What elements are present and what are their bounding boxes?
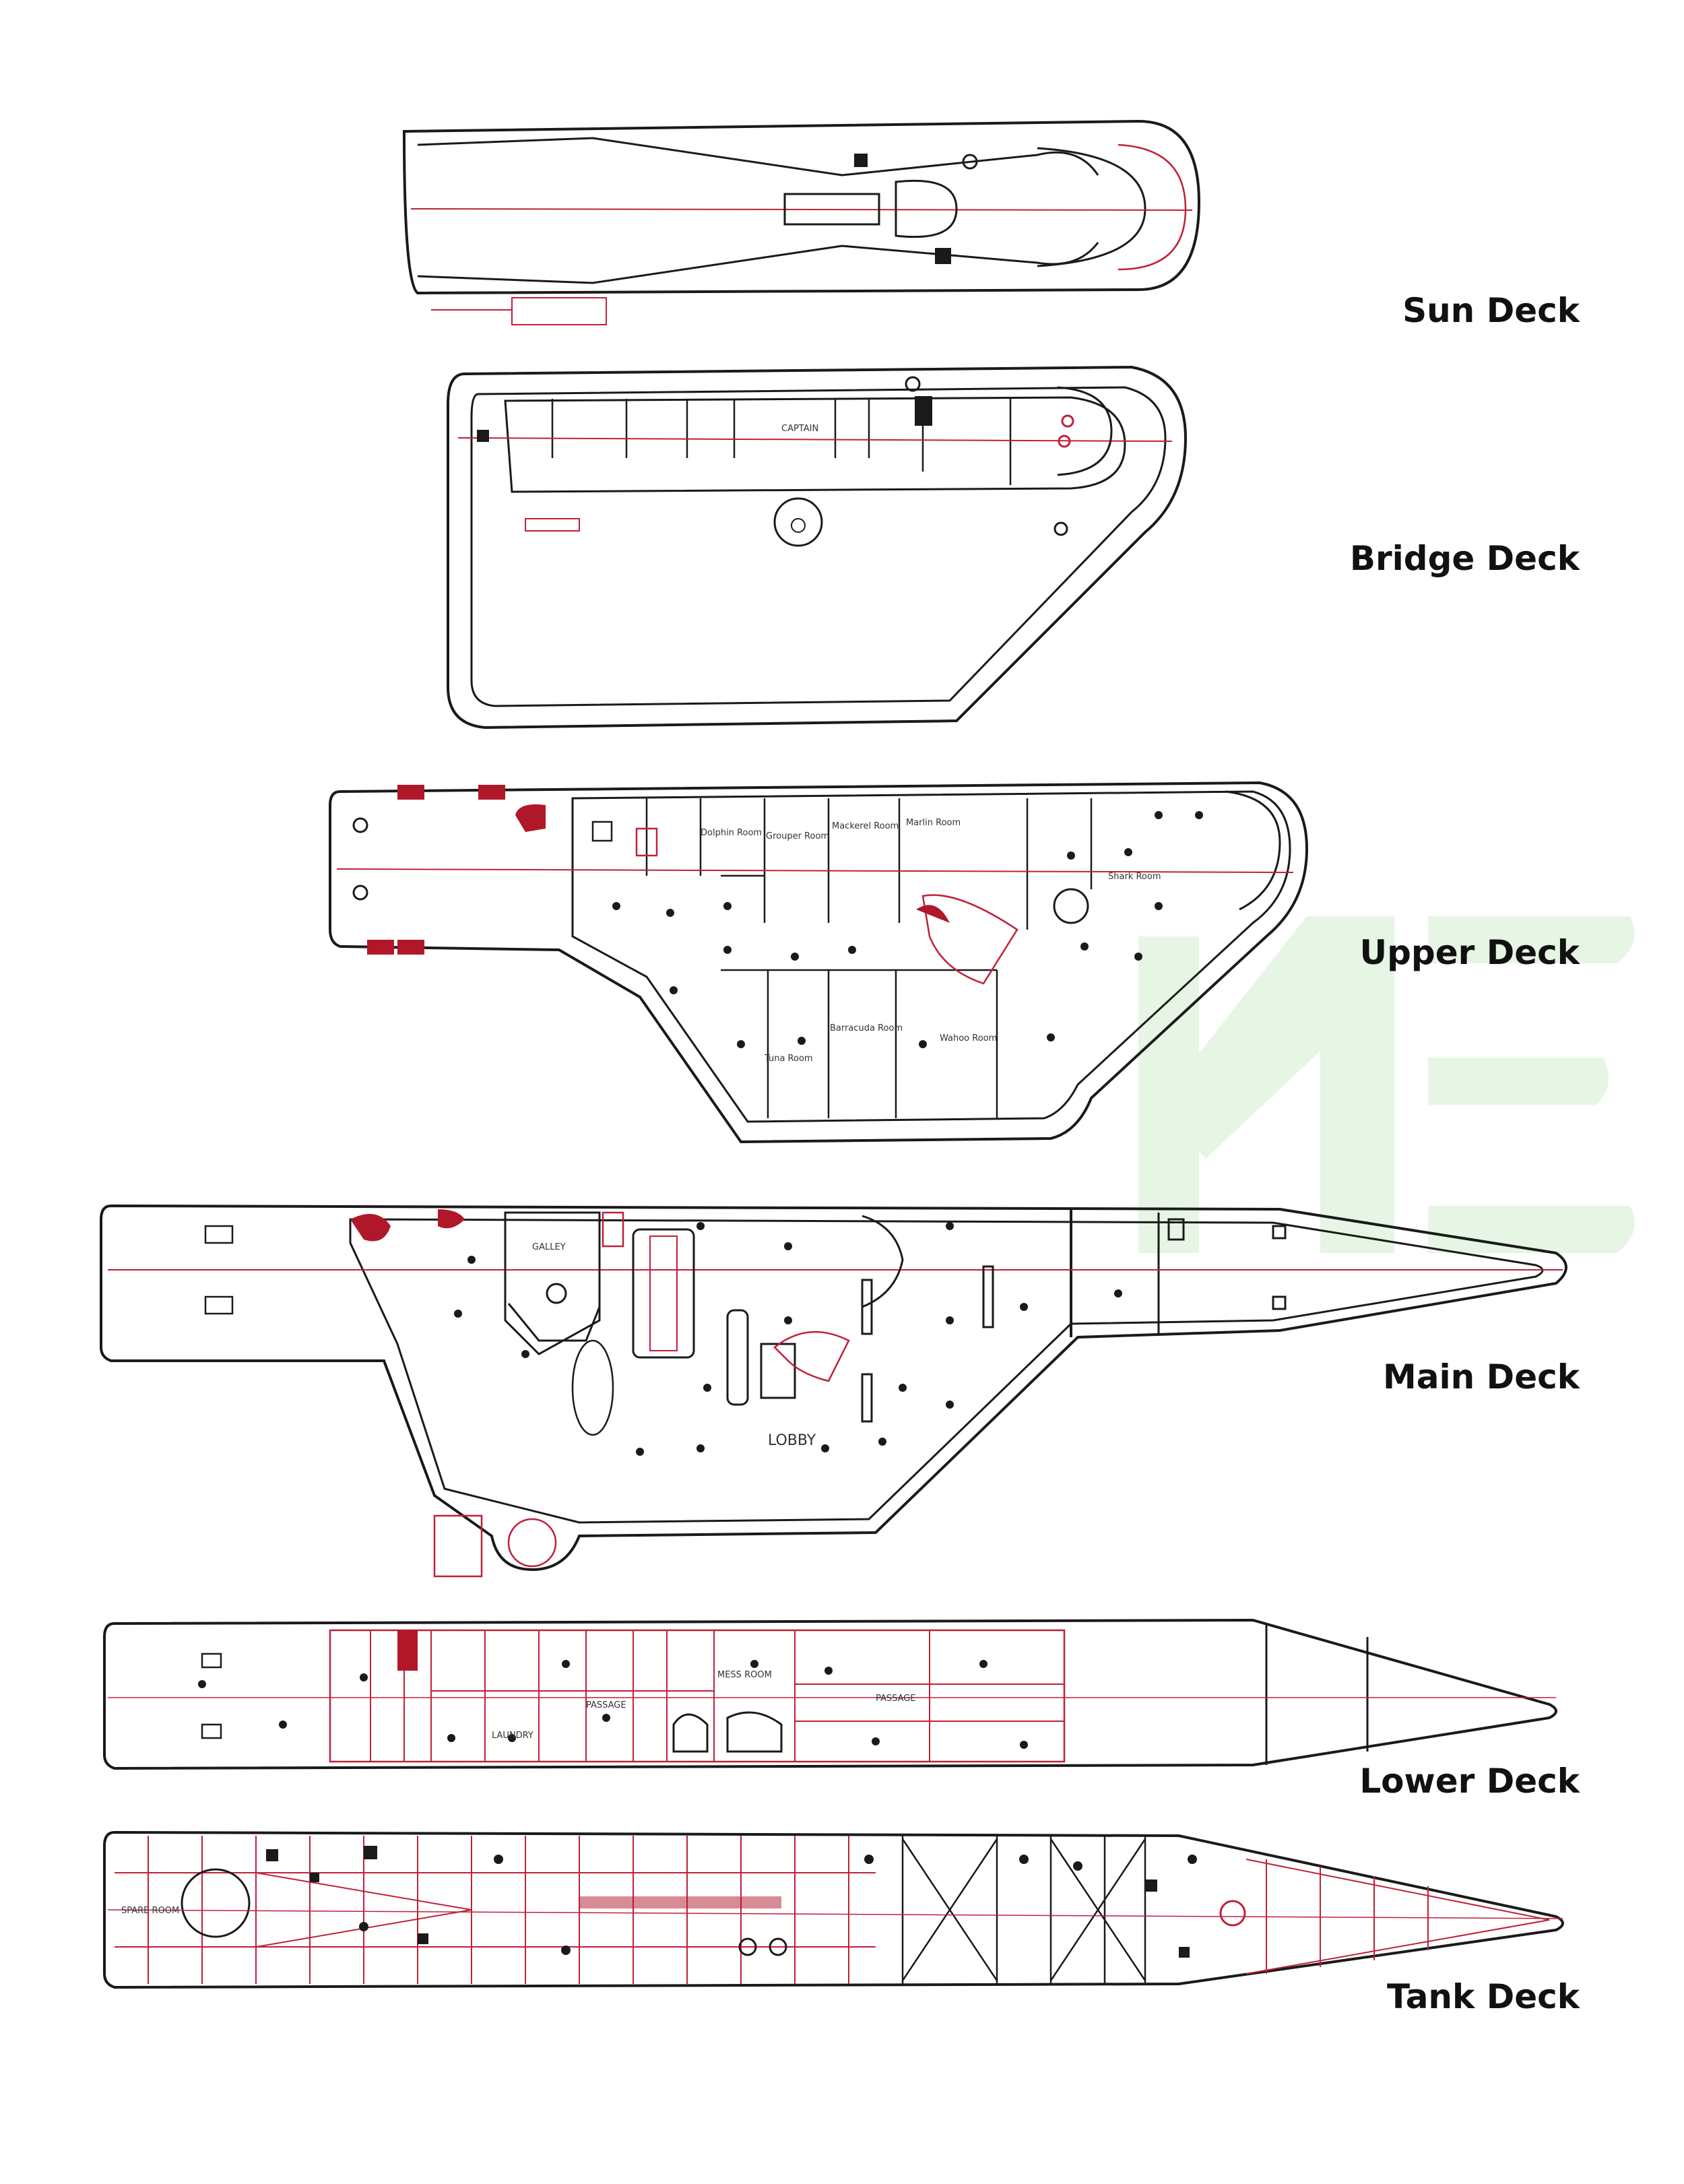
main-room-lobby: LOBBY (768, 1432, 816, 1449)
main-deck-plan: GALLEY LOBBY (100, 1204, 1567, 1578)
sun-deck-plan (402, 119, 1201, 325)
upper-room-marlin: Marlin Room (906, 818, 961, 828)
upper-room-mackerel: Mackerel Room (832, 821, 899, 831)
tank-deck-label: Tank Deck (1387, 1977, 1580, 2016)
sun-deck-label: Sun Deck (1402, 291, 1580, 330)
lower-room-laundry: LAUNDRY (492, 1731, 533, 1741)
lower-room-passage-1: PASSAGE (586, 1700, 626, 1710)
tank-room-spare: SPARE ROOM (121, 1906, 179, 1916)
bridge-deck-label: Bridge Deck (1349, 539, 1580, 578)
main-room-galley: GALLEY (532, 1242, 566, 1252)
upper-deck-plan: Dolphin Room Grouper Room Mackerel Room … (329, 781, 1309, 1144)
lower-room-mess: MESS ROOM (717, 1670, 772, 1680)
upper-room-grouper: Grouper Room (766, 831, 829, 841)
upper-deck-label: Upper Deck (1359, 933, 1580, 972)
bridge-deck-plan: CAPTAIN (447, 365, 1188, 730)
upper-room-shark: Shark Room (1108, 872, 1161, 882)
lower-room-passage-2: PASSAGE (876, 1694, 916, 1704)
lower-deck-label: Lower Deck (1359, 1762, 1580, 1801)
bridge-room-captain: CAPTAIN (781, 424, 818, 434)
upper-room-wahoo: Wahoo Room (940, 1033, 997, 1043)
upper-room-tuna: Tuna Room (764, 1054, 813, 1064)
lower-deck-plan: MESS ROOM PASSAGE PASSAGE LAUNDRY (103, 1618, 1557, 1770)
tank-deck-plan: SPARE ROOM (103, 1830, 1564, 1989)
upper-room-dolphin: Dolphin Room (701, 828, 762, 838)
main-deck-label: Main Deck (1383, 1357, 1580, 1396)
upper-room-barracuda: Barracuda Room (830, 1023, 903, 1033)
